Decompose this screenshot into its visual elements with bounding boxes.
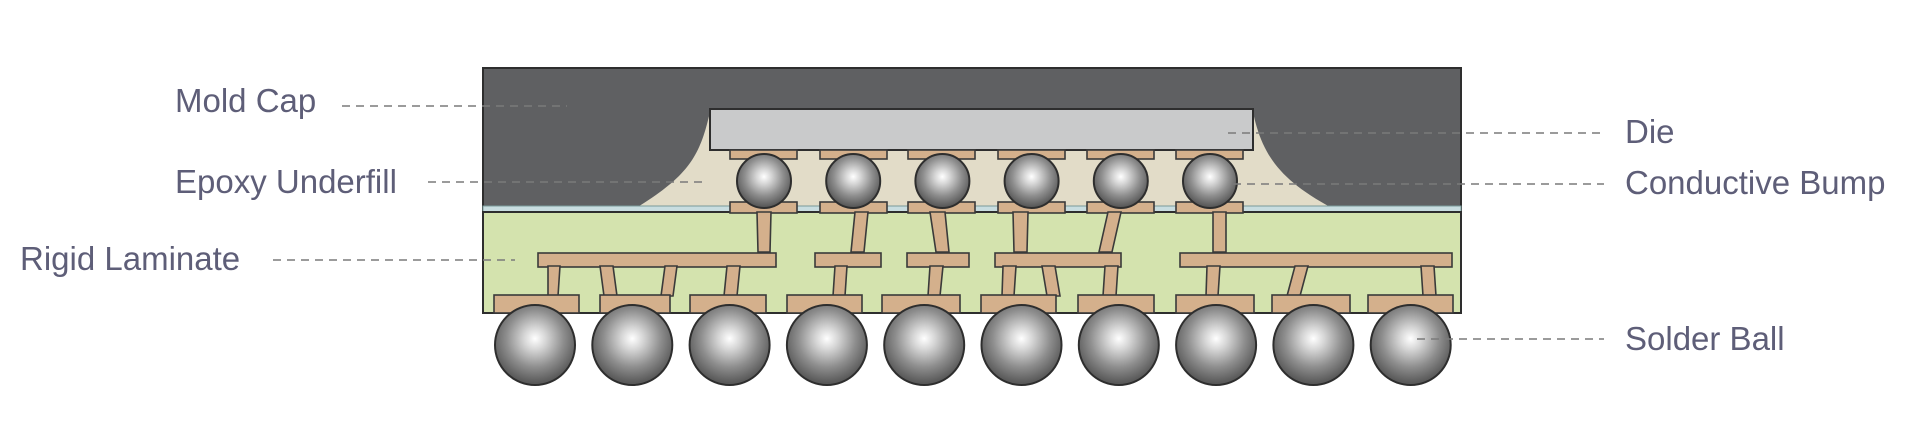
solder-ball [1369, 304, 1452, 386]
conductive-bumps [736, 153, 1238, 209]
conductive-bump [736, 153, 792, 209]
solder-ball [494, 304, 576, 386]
solder-balls [494, 304, 1452, 386]
solder-ball [980, 304, 1063, 386]
label-rigid-laminate: Rigid Laminate [20, 240, 240, 277]
solder-ball [591, 304, 674, 386]
solder-ball [883, 304, 966, 386]
label-die: Die [1625, 113, 1675, 150]
conductive-bump [1182, 153, 1238, 209]
label-epoxy-underfill: Epoxy Underfill [175, 163, 397, 200]
solder-ball [1175, 304, 1258, 386]
label-conductive-bump: Conductive Bump [1625, 164, 1885, 201]
solder-ball [785, 304, 868, 386]
solder-ball [1272, 304, 1355, 386]
conductive-bump [1003, 153, 1060, 209]
label-solder-ball: Solder Ball [1625, 320, 1785, 357]
conductive-bump [1092, 153, 1149, 209]
label-mold-cap: Mold Cap [175, 82, 316, 119]
die [709, 108, 1254, 151]
solder-ball [688, 304, 771, 386]
conductive-bump [825, 153, 882, 209]
leader-lines [273, 105, 1604, 340]
conductive-bump [914, 153, 971, 209]
solder-ball [1077, 304, 1160, 386]
